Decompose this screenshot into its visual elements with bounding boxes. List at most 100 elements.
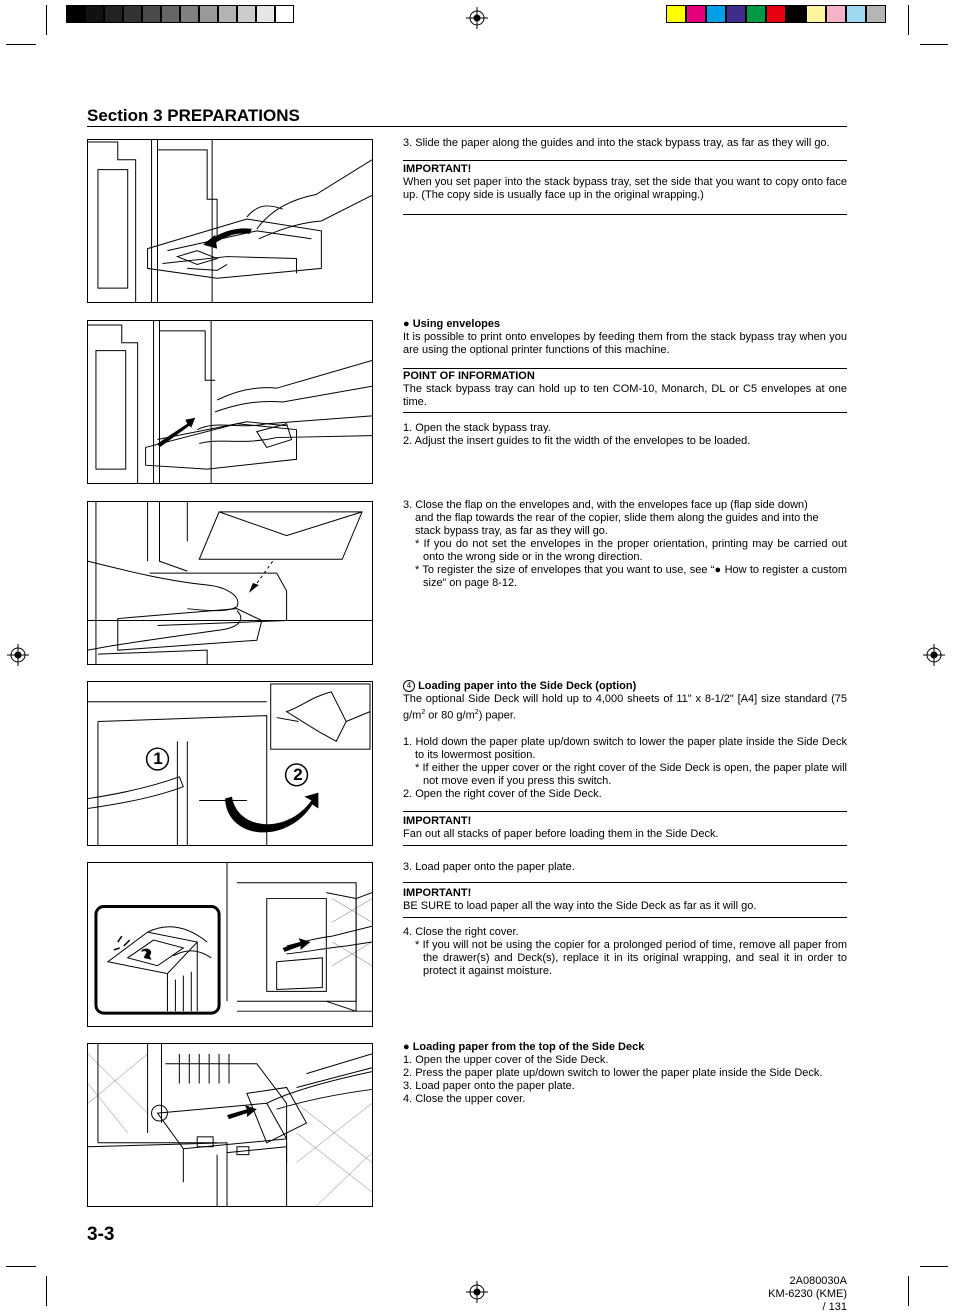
color-swatch [746, 5, 766, 23]
callout-circle-1 [145, 747, 170, 771]
page-number: 3-3 [87, 1224, 115, 1245]
spacer [403, 723, 847, 736]
important-text: Fan out all stacks of paper before loadi… [403, 828, 719, 840]
color-swatch [666, 5, 686, 23]
side-deck-heading: 4 Loading paper into the Side Deck (opti… [403, 680, 847, 693]
code-line: 2A080030A [789, 1275, 848, 1287]
figure-bypass-tray-paper [87, 139, 373, 303]
note-text: * If either the upper cover or the right… [415, 761, 847, 787]
color-swatch [766, 5, 786, 23]
step-text: 3. Close the flap on the envelopes and, … [403, 499, 808, 511]
gray-swatch [218, 5, 237, 23]
color-swatch [726, 5, 746, 23]
section-rule [87, 126, 847, 127]
note-text: * If you will not be using the copier fo… [415, 939, 847, 977]
intro-text: or 80 g/m [425, 709, 475, 722]
envelope-steps: 1. Open the stack bypass tray. 2. Adjust… [403, 422, 847, 448]
poi-text: The stack bypass tray can hold up to ten… [403, 383, 847, 408]
step-text: 2. Open the right cover of the Side Deck… [403, 787, 602, 800]
crop-mark [920, 44, 948, 45]
figure-insert-envelopes [87, 501, 373, 665]
crop-mark [6, 1266, 36, 1267]
registration-target-icon [923, 644, 945, 666]
step-text: 3. Slide the paper along the guides and … [403, 137, 830, 149]
divider [403, 917, 847, 918]
load-paper-step: 3. Load paper onto the paper plate. [403, 861, 847, 874]
gray-swatch [237, 5, 256, 23]
important-text: When you set paper into the stack bypass… [403, 176, 847, 201]
document-code: 2A080030A KM-6230 (KME) / 131 [740, 1275, 847, 1314]
envelope-insert-step: 3. Close the flap on the envelopes and, … [403, 499, 847, 590]
divider [403, 368, 847, 369]
point-of-information: POINT OF INFORMATION The stack bypass tr… [403, 370, 847, 409]
registration-target-icon [466, 1281, 488, 1303]
step-text: 4. Close the upper cover. [403, 1093, 526, 1105]
close-cover-step: 4. Close the right cover. * If you will … [403, 926, 847, 978]
figure-side-deck-open: 1 2 [87, 681, 373, 846]
crop-mark [46, 1276, 47, 1306]
intro-text: ) paper. [478, 709, 516, 722]
figure-load-from-top [87, 1043, 373, 1207]
envelopes-heading: ● Using envelopes [403, 318, 501, 330]
step-text: 2. Adjust the insert guides to fit the w… [403, 435, 751, 447]
envelopes-section: ● Using envelopes It is possible to prin… [403, 318, 847, 357]
top-loading-section: ● Loading paper from the top of the Side… [403, 1041, 847, 1106]
side-deck-section: 4 Loading paper into the Side Deck (opti… [403, 680, 847, 801]
superscript: 2 [421, 709, 426, 716]
divider [403, 882, 847, 883]
important-text: BE SURE to load paper all the way into t… [403, 900, 757, 912]
side-deck-intro: The optional Side Deck will hold up to 4… [403, 693, 847, 723]
figure-load-side-deck [87, 862, 373, 1027]
callout-circle-2 [284, 763, 309, 787]
important-note-fan-out: IMPORTANT! Fan out all stacks of paper b… [403, 815, 847, 841]
step-number-4-icon: 4 [403, 680, 415, 692]
code-line: KM-6230 (KME) [768, 1288, 847, 1300]
gray-swatch [66, 5, 85, 23]
gray-swatch [199, 5, 218, 23]
color-swatch [846, 5, 866, 23]
color-swatch [806, 5, 826, 23]
important-note-all-the-way: IMPORTANT! BE SURE to load paper all the… [403, 887, 847, 913]
crop-mark [920, 1266, 948, 1267]
divider [403, 811, 847, 812]
gray-swatch [180, 5, 199, 23]
registration-target-icon [7, 644, 29, 666]
gray-swatch [142, 5, 161, 23]
gray-swatch [104, 5, 123, 23]
step-text: 1. Open the upper cover of the Side Deck… [403, 1054, 609, 1066]
callout-2: 2 [293, 765, 303, 784]
color-swatch [706, 5, 726, 23]
step-text: 3. Load paper onto the paper plate. [403, 1080, 575, 1092]
section-title: Section 3 PREPARATIONS [87, 106, 300, 125]
note-text: * To register the size of envelopes that… [415, 564, 847, 589]
divider [403, 412, 847, 413]
superscript: 2 [474, 709, 479, 716]
important-label: IMPORTANT! [403, 887, 472, 899]
important-note-face-up: IMPORTANT! When you set paper into the s… [403, 163, 847, 202]
gray-swatch [85, 5, 104, 23]
crop-mark [908, 5, 909, 35]
registration-target-icon [466, 7, 488, 29]
divider [403, 214, 847, 215]
step-slide-paper: 3. Slide the paper along the guides and … [403, 137, 847, 150]
color-swatch [826, 5, 846, 23]
note-text: * If you do not set the envelopes in the… [415, 538, 847, 563]
code-line: / 131 [822, 1301, 847, 1313]
color-swatch [786, 5, 806, 23]
crop-mark [908, 1276, 909, 1306]
envelopes-intro: It is possible to print onto envelopes b… [403, 331, 847, 356]
step-text: 1. Open the stack bypass tray. [403, 422, 551, 434]
callout-1: 1 [153, 749, 163, 768]
gray-swatch [275, 5, 294, 23]
step-text: 3. Load paper onto the paper plate. [403, 861, 575, 873]
poi-label: POINT OF INFORMATION [403, 370, 535, 382]
gray-swatch [256, 5, 275, 23]
crop-mark [6, 44, 36, 45]
divider [403, 845, 847, 846]
important-label: IMPORTANT! [403, 815, 472, 827]
side-deck-heading-text: Loading paper into the Side Deck (option… [418, 680, 637, 692]
gray-swatch [161, 5, 180, 23]
intro-text: The optional Side Deck will hold up to 4… [403, 693, 847, 722]
figure-envelope-guides [87, 320, 373, 484]
color-swatch [686, 5, 706, 23]
